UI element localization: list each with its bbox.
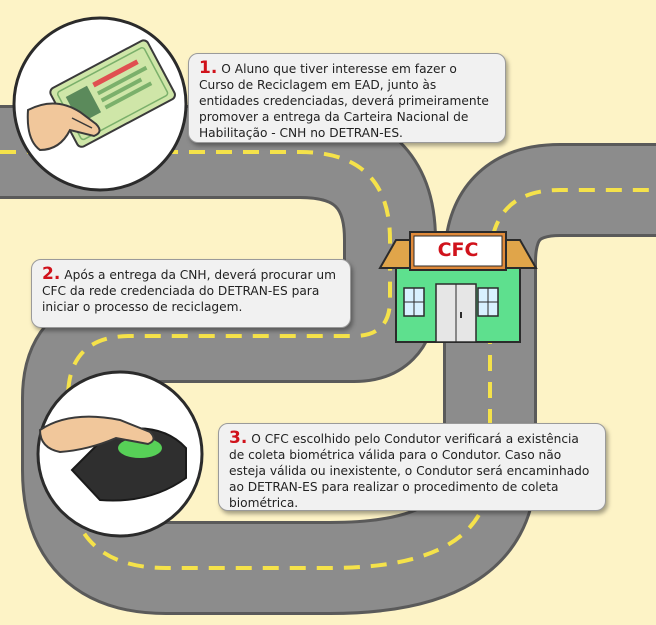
fingerprint-scanner-icon bbox=[36, 370, 204, 538]
step-3-number: 3. bbox=[229, 428, 248, 448]
cfc-sign-label: CFC bbox=[437, 239, 479, 261]
road-center-line bbox=[0, 150, 656, 570]
step-1-number: 1. bbox=[199, 58, 218, 78]
cfc-building-icon bbox=[378, 231, 538, 343]
step-1-text: O Aluno que tiver interesse em fazer o C… bbox=[199, 62, 489, 140]
step-2-card: 2.Após a entrega da CNH, deverá procurar… bbox=[31, 259, 351, 328]
step-2-text: Após a entrega da CNH, deverá procurar u… bbox=[42, 268, 336, 314]
step-3-text: O CFC escolhido pelo Condutor verificará… bbox=[229, 432, 590, 510]
hand-holding-license-icon bbox=[12, 16, 188, 192]
step-2-number: 2. bbox=[42, 264, 61, 284]
step-1-card: 1.O Aluno que tiver interesse em fazer o… bbox=[188, 53, 506, 143]
step-3-card: 3.O CFC escolhido pelo Condutor verifica… bbox=[218, 423, 606, 511]
